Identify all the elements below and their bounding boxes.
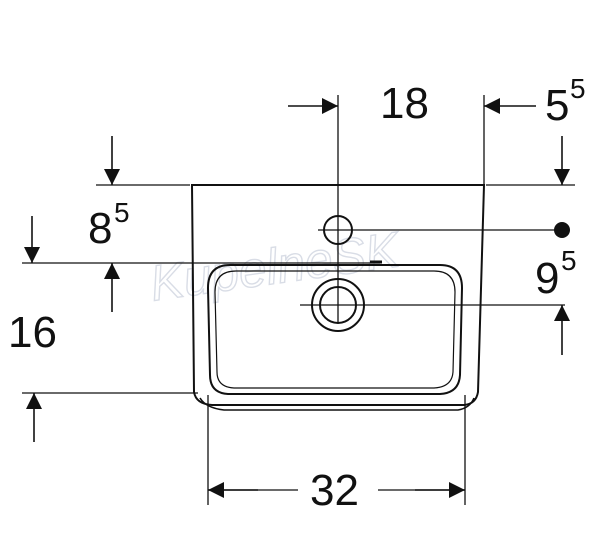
dimension-arrows bbox=[24, 98, 570, 498]
dim-right-main: 9 bbox=[535, 254, 559, 303]
basin-bowl bbox=[206, 264, 464, 395]
extension-lines bbox=[22, 95, 575, 505]
basin-outer-contour bbox=[190, 184, 486, 406]
basin-outline bbox=[190, 184, 486, 411]
dim-top-right-sup: 5 bbox=[570, 73, 586, 104]
watermark-text: KupelneSK bbox=[147, 221, 405, 312]
dim-top-center: 18 bbox=[380, 79, 429, 128]
basin-front-lip bbox=[199, 397, 475, 411]
basin-bowl-inner bbox=[214, 270, 456, 389]
tap-level-marker-dot bbox=[554, 222, 570, 238]
dim-bottom-width: 32 bbox=[310, 466, 359, 515]
dim-left-height: 16 bbox=[8, 308, 57, 357]
dim-left-upper-sup: 5 bbox=[114, 197, 130, 228]
dim-top-right-main: 5 bbox=[545, 81, 569, 130]
dim-left-upper-main: 8 bbox=[88, 204, 112, 253]
dim-right-sup: 5 bbox=[561, 245, 577, 276]
dimension-labels: 18 5 5 8 5 16 9 5 32 bbox=[8, 73, 586, 515]
